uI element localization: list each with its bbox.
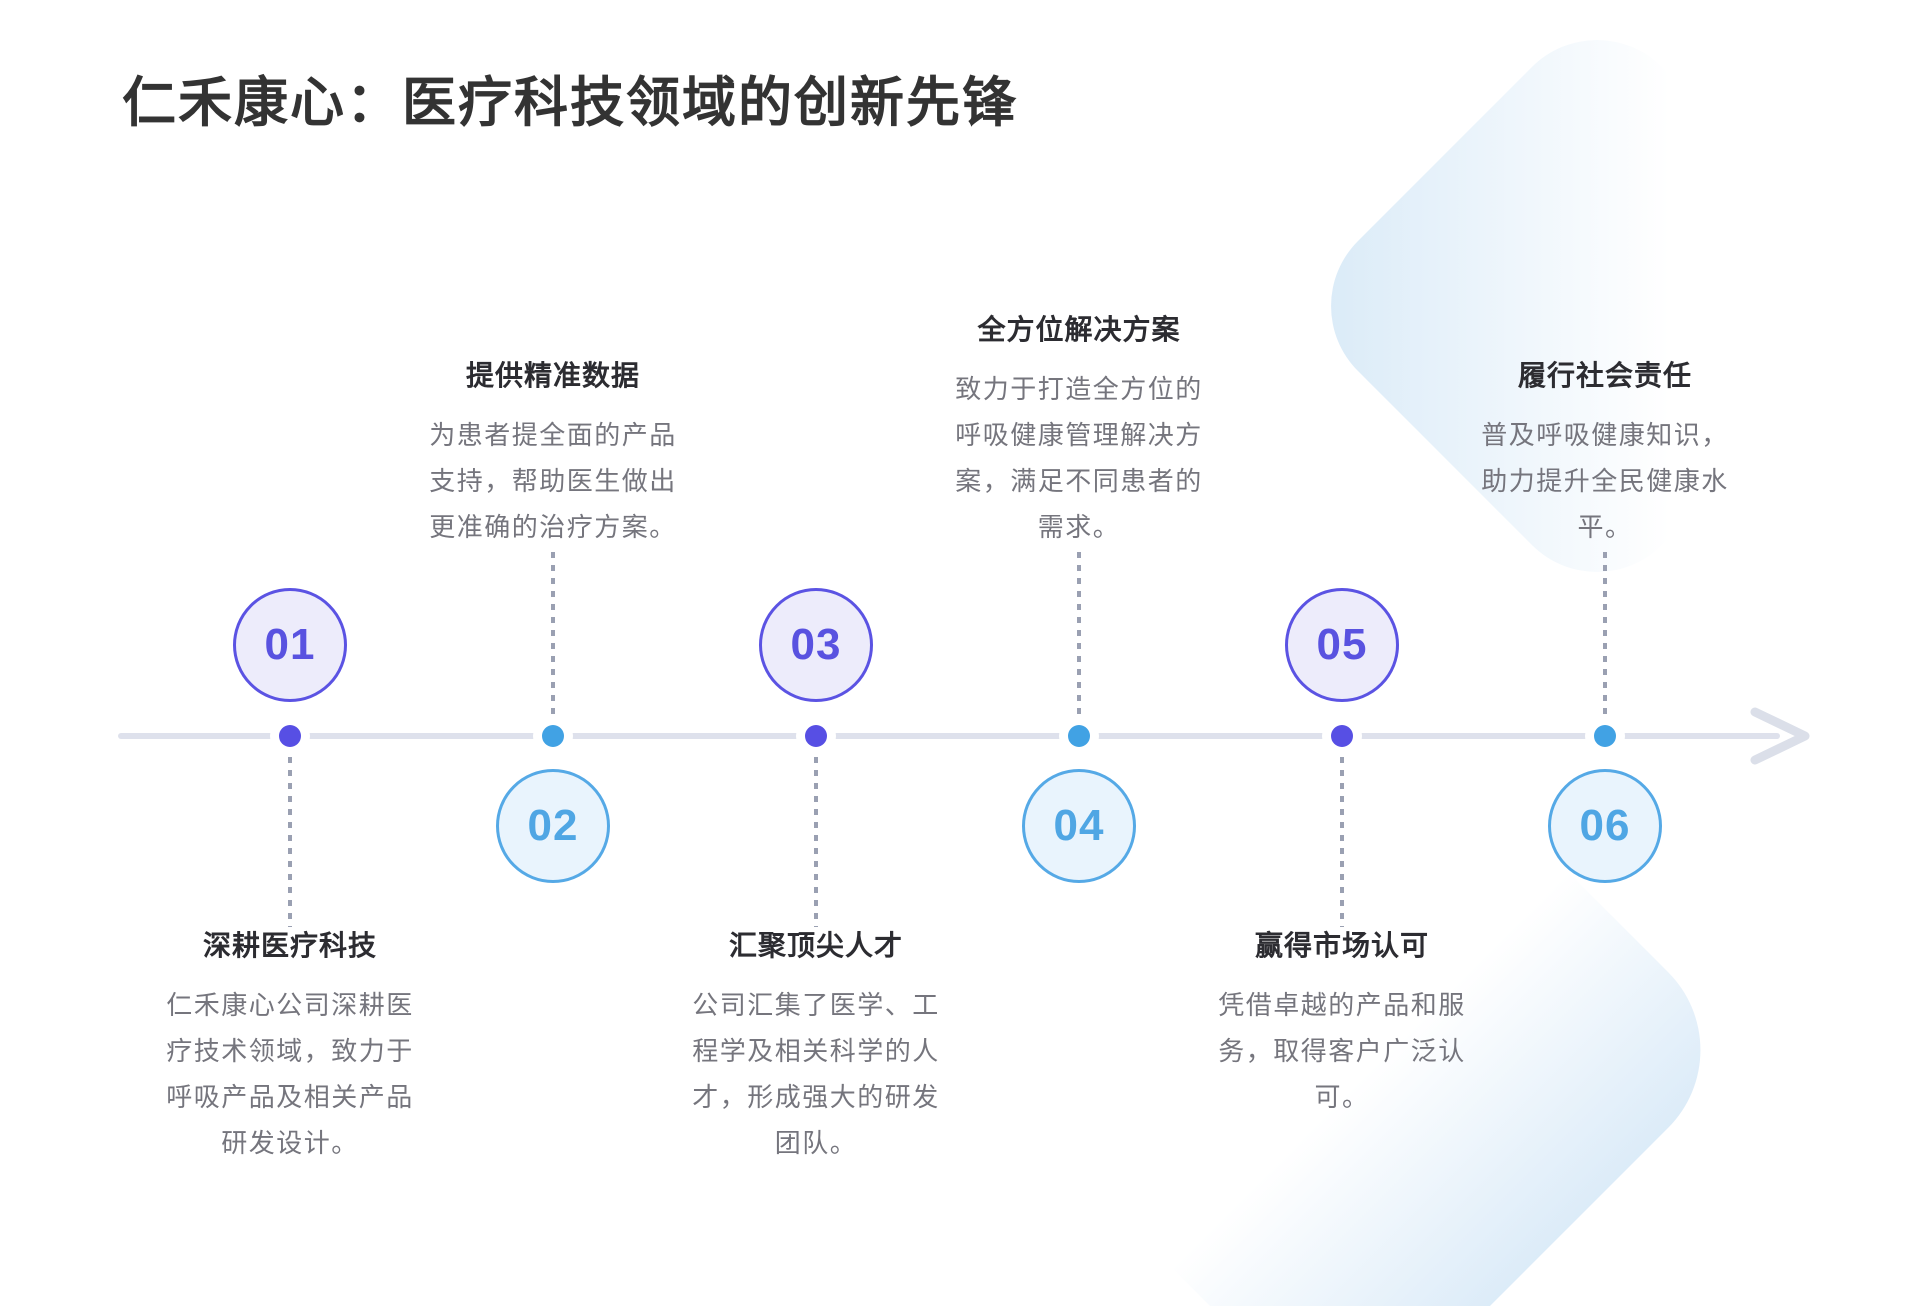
step-heading: 提供精准数据 [465,360,640,391]
timeline-dot-icon [1594,725,1616,747]
step-description: 凭借卓越的产品和服 务，取得客户广泛认 可。 [1218,990,1466,1112]
step-circle: 03 [759,588,873,702]
step-circle: 06 [1548,769,1662,883]
right-arrow-icon [1750,707,1810,765]
step-circle: 05 [1285,588,1399,702]
step-description: 公司汇集了医学、工 程学及相关科学的人 才，形成强大的研发 团队。 [692,990,940,1158]
timeline-axis [118,733,1780,739]
step-description: 仁禾康心公司深耕医 疗技术领域，致力于 呼吸产品及相关产品 研发设计。 [166,990,414,1158]
timeline-dot-icon [279,725,301,747]
step-number: 01 [264,620,316,669]
step-heading: 汇聚顶尖人才 [728,930,903,961]
dashed-connector [551,552,555,714]
step-number: 04 [1053,801,1105,850]
step-text: 赢得市场认可 凭借卓越的产品和服 务，取得客户广泛认 可。 [1192,928,1492,1120]
timeline-dot-icon [1068,725,1090,747]
step-number: 03 [790,620,842,669]
step-text: 提供精准数据 为患者提全面的产品 支持，帮助医生做出 更准确的治疗方案。 [403,358,703,550]
step-circle: 01 [233,588,347,702]
timeline-dot-icon [542,725,564,747]
timeline-item: 03 汇聚顶尖人才 公司汇集了医学、工 程学及相关科学的人 才，形成强大的研发 … [666,0,966,1306]
step-number: 02 [527,801,579,850]
step-number: 05 [1316,620,1368,669]
step-description: 为患者提全面的产品 支持，帮助医生做出 更准确的治疗方案。 [429,420,677,542]
dashed-connector [1077,552,1081,714]
step-heading: 全方位解决方案 [977,314,1181,345]
step-circle: 02 [496,769,610,883]
step-description: 普及呼吸健康知识， 助力提升全民健康水 平。 [1481,420,1729,542]
dashed-connector [1603,552,1607,714]
step-text: 全方位解决方案 致力于打造全方位的 呼吸健康管理解决方 案，满足不同患者的 需求… [929,312,1229,550]
timeline-dot-icon [805,725,827,747]
step-heading: 深耕医疗科技 [202,930,377,961]
timeline-dot-icon [1331,725,1353,747]
step-heading: 履行社会责任 [1517,360,1692,391]
dashed-connector [814,757,818,927]
step-number: 06 [1579,801,1631,850]
step-description: 致力于打造全方位的 呼吸健康管理解决方 案，满足不同患者的 需求。 [955,374,1203,542]
step-circle: 04 [1022,769,1136,883]
timeline-item: 05 赢得市场认可 凭借卓越的产品和服 务，取得客户广泛认 可。 [1192,0,1492,1306]
step-text: 深耕医疗科技 仁禾康心公司深耕医 疗技术领域，致力于 呼吸产品及相关产品 研发设… [140,928,440,1166]
step-text: 履行社会责任 普及呼吸健康知识， 助力提升全民健康水 平。 [1455,358,1755,550]
dashed-connector [288,757,292,927]
dashed-connector [1340,757,1344,927]
timeline-item: 06 履行社会责任 普及呼吸健康知识， 助力提升全民健康水 平。 [1455,0,1755,1306]
timeline-item: 01 深耕医疗科技 仁禾康心公司深耕医 疗技术领域，致力于 呼吸产品及相关产品 … [140,0,440,1306]
page-title: 仁禾康心：医疗科技领域的创新先锋 [122,73,1018,133]
timeline-item: 04 全方位解决方案 致力于打造全方位的 呼吸健康管理解决方 案，满足不同患者的… [929,0,1229,1306]
step-heading: 赢得市场认可 [1254,930,1429,961]
timeline-item: 02 提供精准数据 为患者提全面的产品 支持，帮助医生做出 更准确的治疗方案。 [403,0,703,1306]
step-text: 汇聚顶尖人才 公司汇集了医学、工 程学及相关科学的人 才，形成强大的研发 团队。 [666,928,966,1166]
